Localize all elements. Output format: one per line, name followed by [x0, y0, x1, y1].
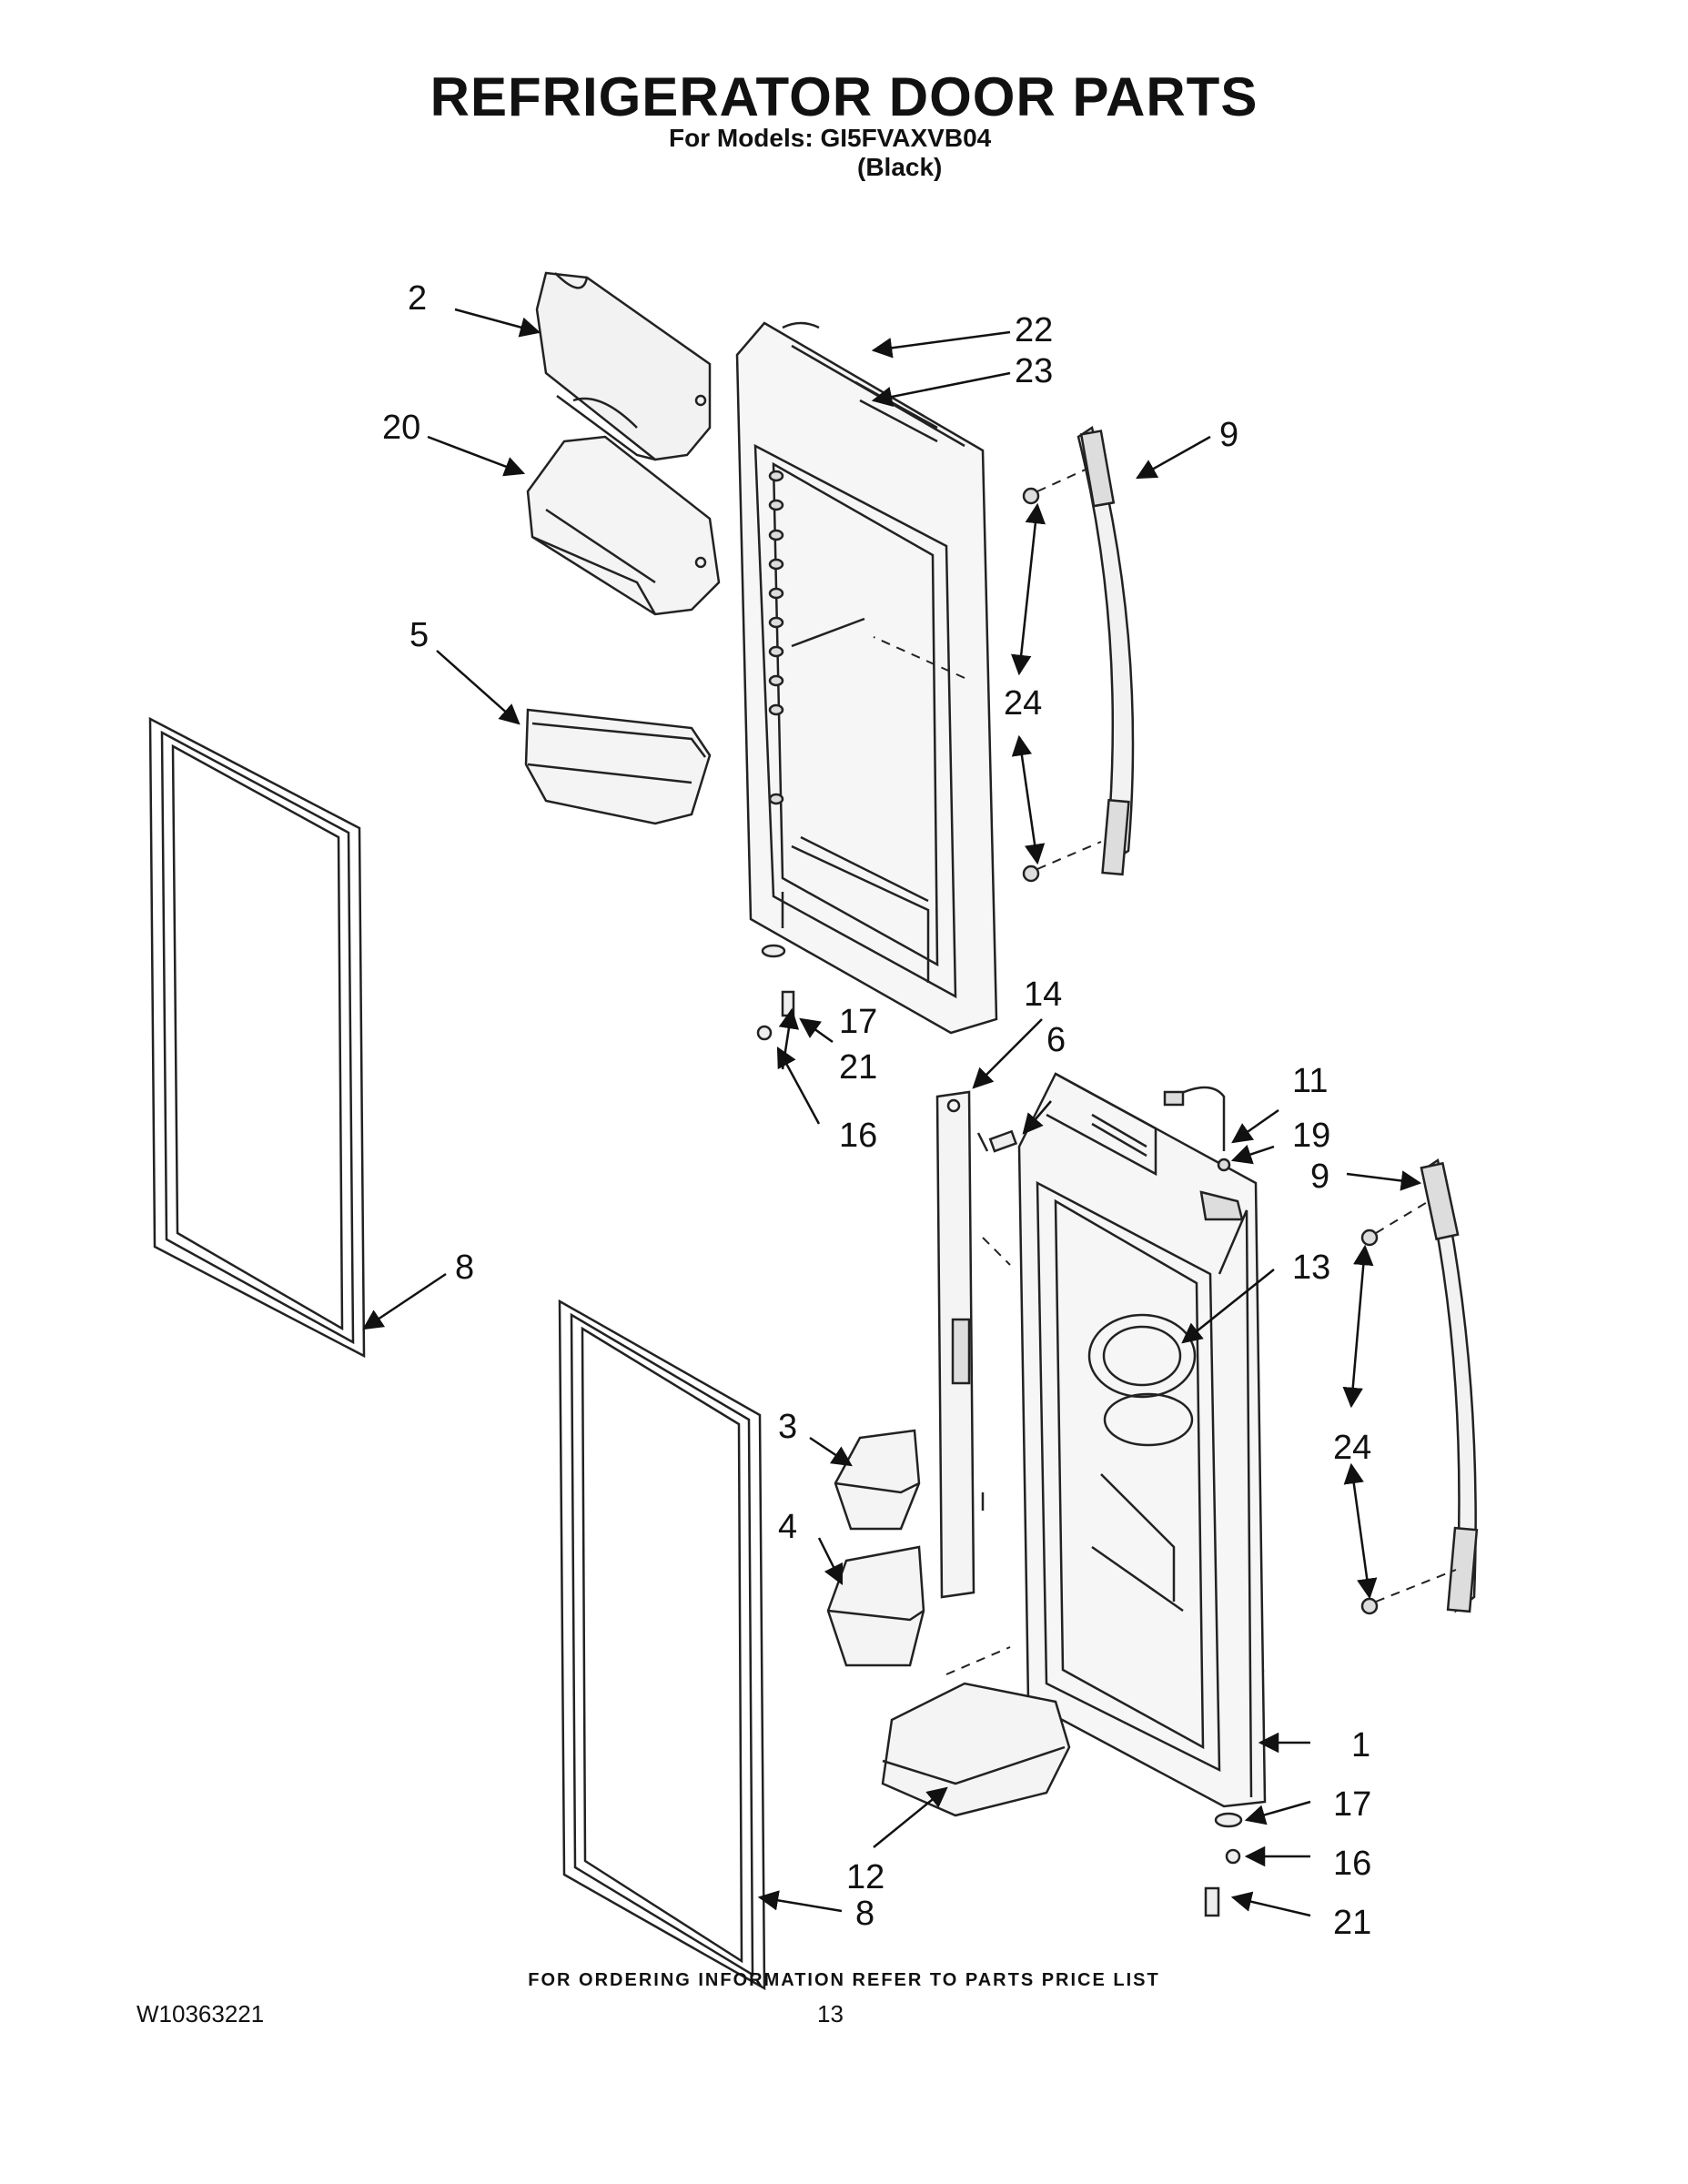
- lower-hinge-parts: [1204, 1812, 1243, 1917]
- callout-24-lower: 24: [1333, 1429, 1371, 1467]
- callout-14: 14: [1024, 976, 1062, 1014]
- callout-20: 20: [382, 409, 420, 447]
- callout-22: 22: [1015, 311, 1053, 349]
- callout-3: 3: [778, 1408, 797, 1446]
- callout-13: 13: [1292, 1249, 1330, 1287]
- part-9-upper-handle: [1076, 425, 1135, 876]
- callout-16-upper: 16: [839, 1117, 877, 1155]
- callout-1: 1: [1351, 1726, 1370, 1764]
- callout-labels: 2 20 5 22 23 9 24 17 21 16 14 6 11 19 9 …: [382, 279, 1371, 1942]
- callout-9-upper: 9: [1219, 416, 1238, 454]
- upper-hinge-parts: [756, 944, 795, 1041]
- part-6-screw: [988, 1129, 1018, 1153]
- ordering-note: FOR ORDERING INFORMATION REFER TO PARTS …: [528, 1970, 1160, 1990]
- models-line: For Models: GI5FVAXVB04: [669, 124, 992, 152]
- upper-door-shelf-pegs: [768, 470, 784, 805]
- part-3-bin: [834, 1429, 921, 1531]
- callout-4: 4: [778, 1508, 797, 1546]
- callout-2: 2: [408, 279, 427, 318]
- callout-8-upper: 8: [455, 1249, 474, 1287]
- callout-17-lower: 17: [1333, 1785, 1371, 1824]
- part-2-cover: [535, 271, 712, 461]
- handle-fasteners: [1022, 487, 1379, 1615]
- callout-21-lower: 21: [1333, 1904, 1371, 1942]
- part-11-wire: [1163, 1086, 1231, 1172]
- part-8-lower-gasket: [558, 1299, 766, 1991]
- part-9-lower-handle: [1420, 1158, 1479, 1613]
- callout-5: 5: [409, 616, 429, 654]
- part-13-ice-chute-seal: [1087, 1313, 1197, 1447]
- callout-21-upper: 21: [839, 1048, 877, 1087]
- color-line: (Black): [857, 153, 943, 181]
- upper-door-liner: [735, 321, 998, 1035]
- page-number: 13: [817, 2000, 844, 2027]
- callout-6: 6: [1046, 1021, 1066, 1059]
- part-14-channel: [935, 1090, 989, 1599]
- part-12-bin: [881, 1682, 1071, 1817]
- callout-19: 19: [1292, 1117, 1330, 1155]
- part-8-upper-gasket: [148, 716, 366, 1359]
- callout-24-upper: 24: [1004, 684, 1042, 723]
- page-title: REFRIGERATOR DOOR PARTS: [430, 66, 1258, 127]
- callout-8-lower: 8: [855, 1895, 874, 1933]
- part-4-bin: [826, 1545, 925, 1667]
- callout-9-lower: 9: [1310, 1158, 1329, 1196]
- lower-door-liner: [1017, 1072, 1267, 1808]
- callout-23: 23: [1015, 352, 1053, 390]
- document-number: W10363221: [136, 2000, 265, 2027]
- part-20-bin: [526, 435, 721, 616]
- callout-11: 11: [1292, 1062, 1328, 1100]
- callout-16-lower: 16: [1333, 1845, 1371, 1883]
- part-5-door-bin: [524, 708, 712, 825]
- callout-17-upper: 17: [839, 1003, 877, 1041]
- callout-12: 12: [846, 1858, 884, 1896]
